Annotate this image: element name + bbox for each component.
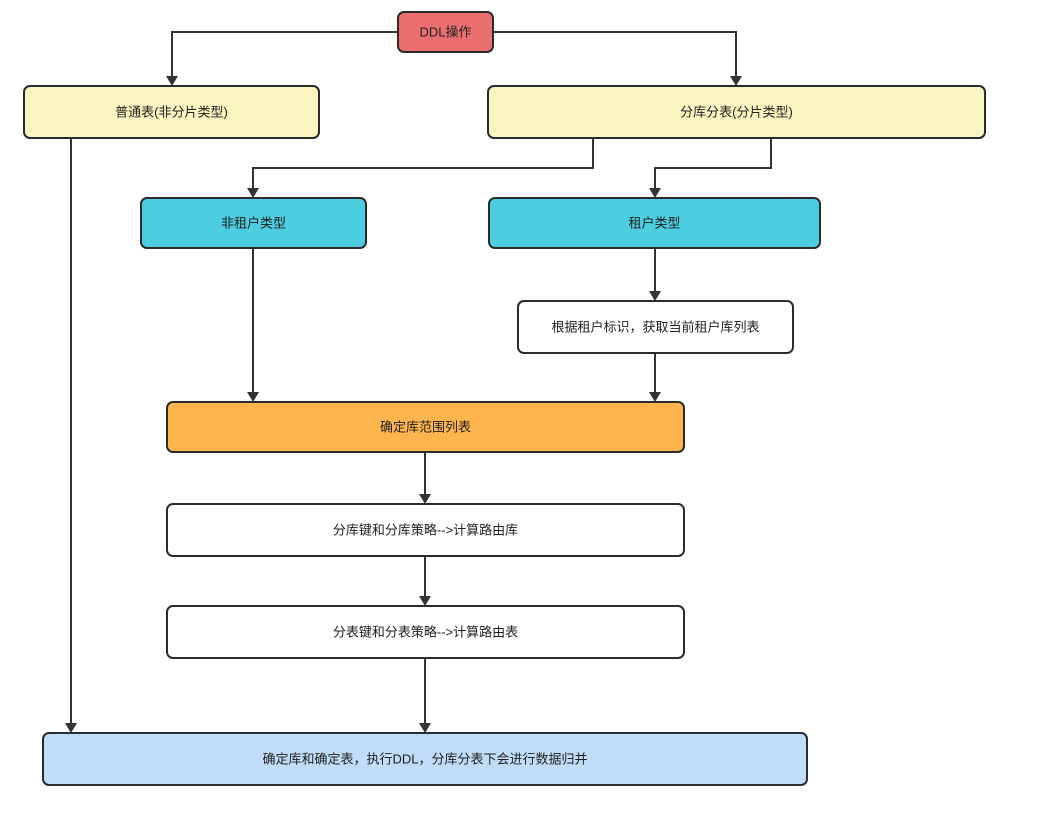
edge-sharding-to-tenant <box>654 138 772 192</box>
edge-sharding-to-nontenant <box>252 138 594 192</box>
node-box-execute_ddl[interactable] <box>42 732 808 786</box>
arrowhead-head-execute-left <box>65 723 77 733</box>
arrowhead-head-dbrange-left <box>247 392 259 402</box>
node-tenant_db_list[interactable]: 根据租户标识，获取当前租户库列表 <box>517 300 794 354</box>
node-tenant[interactable]: 租户类型 <box>488 197 821 249</box>
edges-layer <box>70 31 772 727</box>
node-normal_table[interactable]: 普通表(非分片类型) <box>23 85 320 139</box>
arrowhead-head-tenant <box>649 188 661 198</box>
arrowhead-head-nontenant <box>247 188 259 198</box>
node-sharding_table[interactable]: 分库分表(分片类型) <box>487 85 986 139</box>
node-box-route_db[interactable] <box>166 503 685 557</box>
node-box-sharding_table[interactable] <box>487 85 986 139</box>
arrowhead-head-dbrange-right <box>649 392 661 402</box>
arrowhead-head-execute-mid <box>419 723 431 733</box>
node-non_tenant[interactable]: 非租户类型 <box>140 197 367 249</box>
node-box-non_tenant[interactable] <box>140 197 367 249</box>
arrowhead-head-routetable <box>419 596 431 606</box>
node-box-db_range[interactable] <box>166 401 685 453</box>
node-db_range[interactable]: 确定库范围列表 <box>166 401 685 453</box>
node-box-normal_table[interactable] <box>23 85 320 139</box>
arrowhead-head-sharding <box>730 76 742 86</box>
arrowheads-layer <box>65 76 742 733</box>
node-box-tenant_db_list[interactable] <box>517 300 794 354</box>
node-box-tenant[interactable] <box>488 197 821 249</box>
edge-ddl-to-sharding <box>493 31 737 80</box>
node-box-ddl[interactable] <box>397 11 494 53</box>
node-ddl[interactable]: DDL操作 <box>397 11 494 53</box>
node-execute_ddl[interactable]: 确定库和确定表，执行DDL，分库分表下会进行数据归并 <box>42 732 808 786</box>
node-box-route_table[interactable] <box>166 605 685 659</box>
edge-ddl-to-normal <box>171 31 398 80</box>
arrowhead-head-normal <box>166 76 178 86</box>
arrowhead-head-routedb <box>419 494 431 504</box>
node-route_table[interactable]: 分表键和分表策略-->计算路由表 <box>166 605 685 659</box>
node-route_db[interactable]: 分库键和分库策略-->计算路由库 <box>166 503 685 557</box>
arrowhead-head-tenantdblist <box>649 291 661 301</box>
